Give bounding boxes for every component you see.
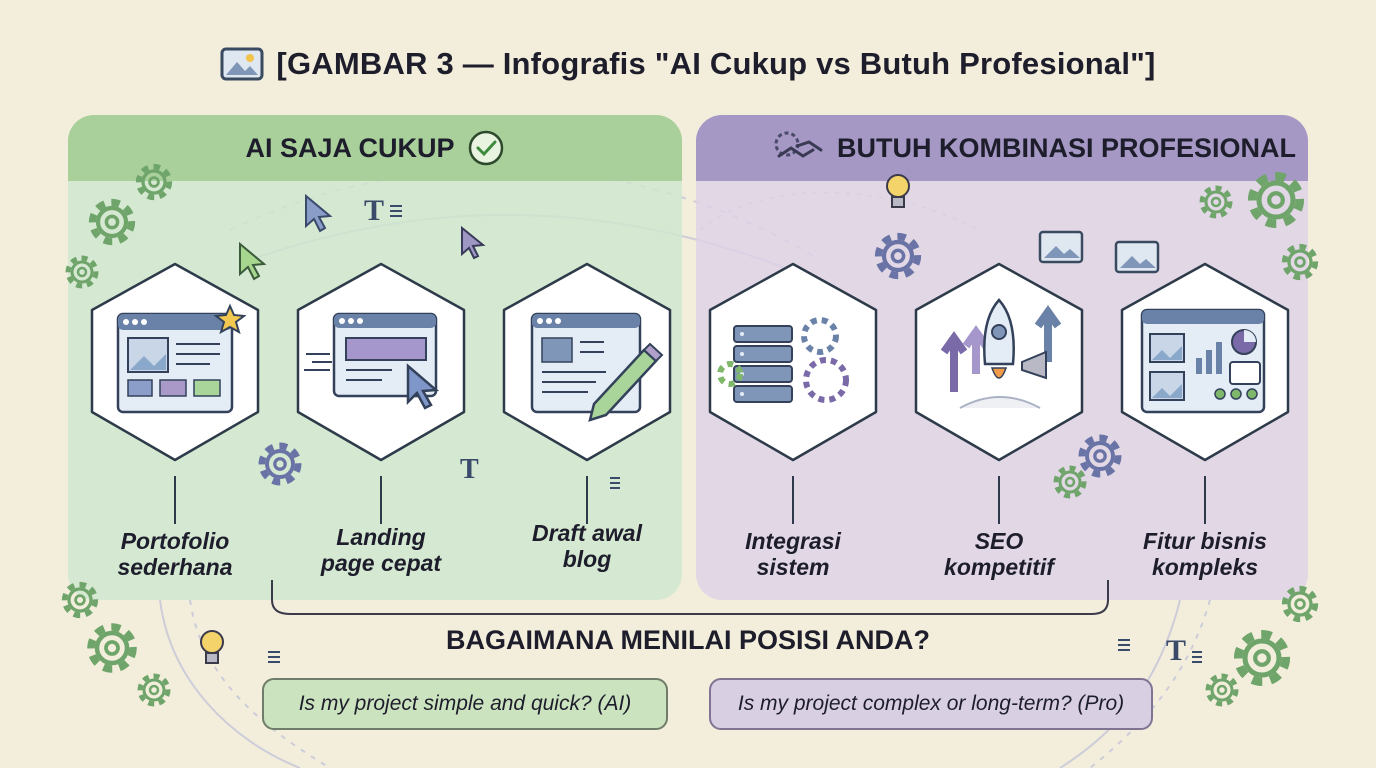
panel-need-professional-title: BUTUH KOMBINASI PROFESIONAL [837, 132, 1296, 163]
hex-card [708, 262, 878, 462]
lightbulb-icon [200, 174, 910, 664]
panel-need-professional-header: BUTUH KOMBINASI PROFESIONAL [696, 115, 1308, 181]
blog-draft-pencil-icon [530, 312, 664, 422]
server-gears-icon [717, 317, 849, 403]
panel-ai-enough-header: AI SAJA CUKUP [68, 115, 682, 181]
card-label-line: Fitur bisnis [1143, 528, 1267, 554]
option-ai-pill: Is my project simple and quick? (AI) [262, 678, 668, 730]
check-circle-icon [468, 130, 503, 166]
svg-text:T: T [460, 454, 479, 485]
card-label-line: kompleks [1151, 554, 1259, 580]
card-label-line: SEO [974, 528, 1024, 554]
portfolio-window-icon [116, 303, 247, 414]
svg-text:T: T [364, 194, 384, 227]
card-label-line: sederhana [117, 554, 233, 580]
card-stem [586, 476, 588, 524]
card-label-line: page cepat [320, 550, 442, 576]
card-stem [380, 476, 382, 524]
hex-card [914, 262, 1084, 462]
cursor-icon [239, 193, 486, 281]
card-label-line: Draft awal [532, 520, 642, 546]
hex-card [296, 262, 466, 462]
card-label-line: Portofolio [120, 528, 230, 554]
card-stem [998, 476, 1000, 524]
card-stem [792, 476, 794, 524]
assessment-question: BAGAIMANA MENILAI POSISI ANDA? [446, 625, 930, 655]
list-lines-icon [268, 205, 1202, 663]
rocket-growth-icon [940, 298, 1062, 409]
handshake-gear-icon [774, 131, 823, 158]
landing-page-cursor-icon [304, 312, 440, 410]
card-stem [174, 476, 176, 524]
card-label-line: sistem [756, 554, 830, 580]
title-row: [GAMBAR 3 — Infografis "AI Cukup vs Butu… [0, 38, 1376, 90]
text-format-icon: T T T [364, 194, 1186, 667]
page-title: [GAMBAR 3 — Infografis "AI Cukup vs Butu… [276, 46, 1156, 81]
card-stem [1204, 476, 1206, 524]
hex-card [1120, 262, 1290, 462]
option-pro-pill: Is my project complex or long-term? (Pro… [709, 678, 1153, 730]
card-label-line: Landing [336, 524, 426, 550]
image-icon [220, 47, 264, 81]
card-label-line: Integrasi [745, 528, 841, 554]
panel-ai-enough-title: AI SAJA CUKUP [245, 132, 455, 163]
hex-card [502, 262, 672, 462]
card-label-line: blog [562, 546, 612, 572]
image-icon [1038, 230, 1160, 274]
svg-text:T: T [1166, 634, 1186, 667]
hex-card [90, 262, 260, 462]
business-dashboard-icon [1140, 308, 1266, 414]
card-label-line: kompetitif [944, 554, 1054, 580]
